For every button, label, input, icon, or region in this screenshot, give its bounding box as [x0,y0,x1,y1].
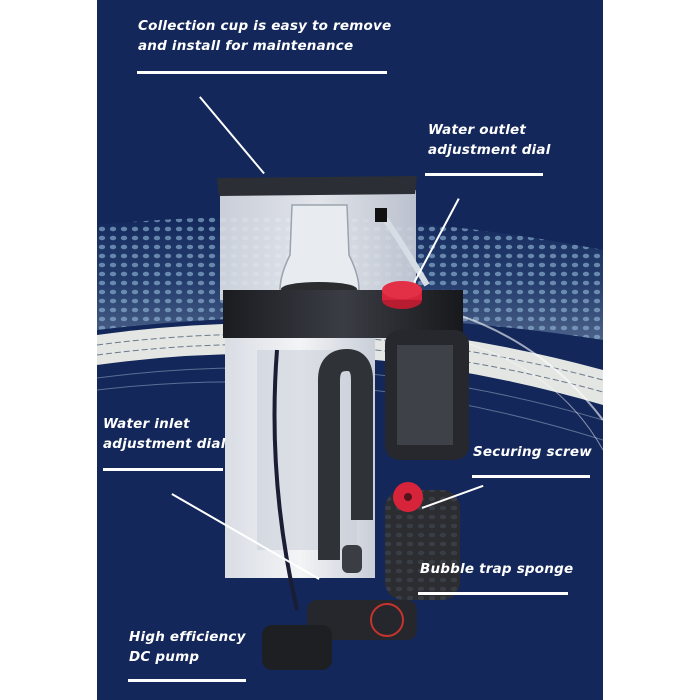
callout-rule [128,679,246,682]
callout-securing-screw: Securing screw [473,442,592,462]
callout-text: Water inlet [103,416,190,432]
callout-rule [103,468,223,471]
callout-text: Collection cup is easy to remove [138,18,392,34]
skimmer-body [217,176,469,670]
callout-text: Water outlet [428,122,527,138]
product-illustration [97,176,603,670]
callout-rule [425,173,543,176]
product-panel: Collection cup is easy to remove and ins… [97,0,603,700]
callout-text: adjustment dial [103,436,226,452]
callout-bubble-sponge: Bubble trap sponge [420,559,573,579]
callout-text: Bubble trap sponge [420,561,574,577]
callout-collection-cup: Collection cup is easy to remove and ins… [138,16,391,56]
callout-text: DC pump [129,649,200,665]
callout-rule [137,71,387,74]
callout-rule [472,475,590,478]
callout-water-inlet: Water inlet adjustment dial [103,414,226,454]
callout-text: High efficiency [129,629,246,645]
callout-dc-pump: High efficiency DC pump [129,627,246,667]
callout-text: adjustment dial [428,142,551,158]
callout-text: Securing screw [473,444,592,460]
callout-text: and install for maintenance [138,38,354,54]
callout-rule [418,592,568,595]
callout-water-outlet: Water outlet adjustment dial [428,120,551,160]
